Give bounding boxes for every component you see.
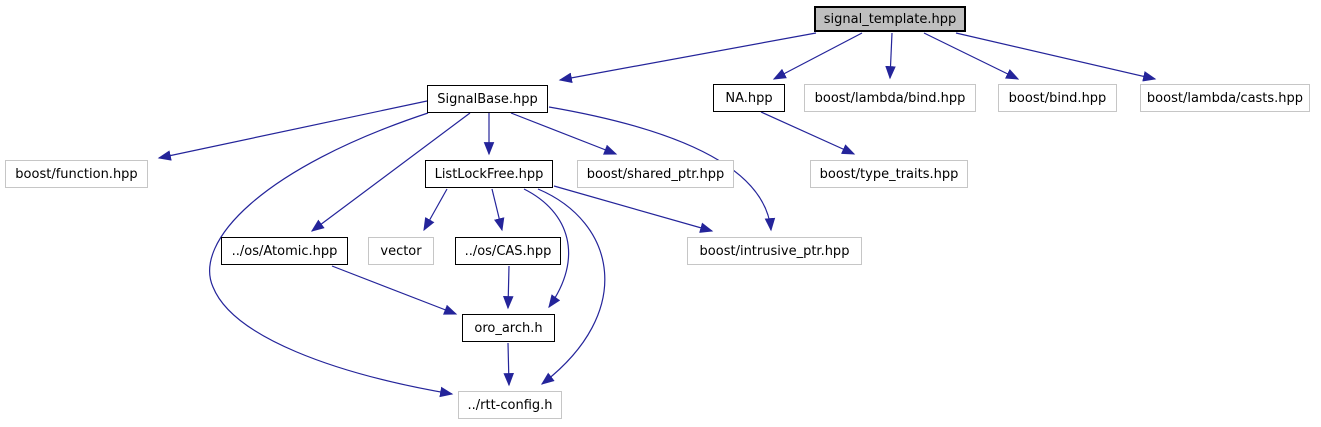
node-type-traits: boost/type_traits.hpp (810, 160, 968, 188)
edge-listlockfree-to-vector (423, 188, 448, 232)
edge-signal_template-to-signalbase (558, 32, 817, 84)
edge-oro_arch-to-rtt_config (503, 342, 514, 387)
edge-signalbase-to-atomic (310, 112, 471, 232)
edge-na-to-type_traits (760, 111, 856, 155)
node-lambda-casts: boost/lambda/casts.hpp (1140, 84, 1310, 112)
node-vector: vector (368, 237, 434, 265)
edge-listlockfree-to-rtt_config (537, 188, 606, 385)
edge-cas-to-oro_arch (503, 265, 514, 310)
edge-signal_template-to-lambda_casts (955, 32, 1157, 82)
node-function: boost/function.hpp (5, 160, 148, 188)
node-intrusive-ptr: boost/intrusive_ptr.hpp (687, 237, 862, 265)
node-signal-template: signal_template.hpp (814, 6, 966, 32)
edge-signalbase-to-shared_ptr (510, 112, 618, 155)
node-oro-arch[interactable]: oro_arch.h (462, 314, 555, 342)
node-atomic[interactable]: ../os/Atomic.hpp (221, 237, 348, 265)
edge-listlockfree-to-cas (491, 188, 505, 232)
edge-signal_template-to-lambda_bind (885, 32, 896, 80)
node-na[interactable]: NA.hpp (713, 84, 785, 112)
edge-listlockfree-to-oro_arch (523, 188, 570, 309)
node-rtt-config: ../rtt-config.h (458, 391, 562, 419)
edge-signal_template-to-na (772, 32, 863, 80)
edge-atomic-to-oro_arch (331, 265, 458, 315)
edge-signalbase-to-intrusive_ptr (548, 106, 776, 232)
node-lambda-bind: boost/lambda/bind.hpp (804, 84, 976, 112)
node-signalbase[interactable]: SignalBase.hpp (427, 85, 548, 113)
node-cas[interactable]: ../os/CAS.hpp (455, 237, 561, 265)
edge-signalbase-to-rtt_config (209, 112, 454, 398)
node-shared-ptr: boost/shared_ptr.hpp (577, 160, 734, 188)
node-listlockfree[interactable]: ListLockFree.hpp (425, 160, 553, 188)
edge-signalbase-to-function (157, 100, 428, 161)
edge-listlockfree-to-intrusive_ptr (553, 185, 714, 233)
node-bind: boost/bind.hpp (998, 84, 1117, 112)
edge-signal_template-to-bind (923, 32, 1020, 80)
